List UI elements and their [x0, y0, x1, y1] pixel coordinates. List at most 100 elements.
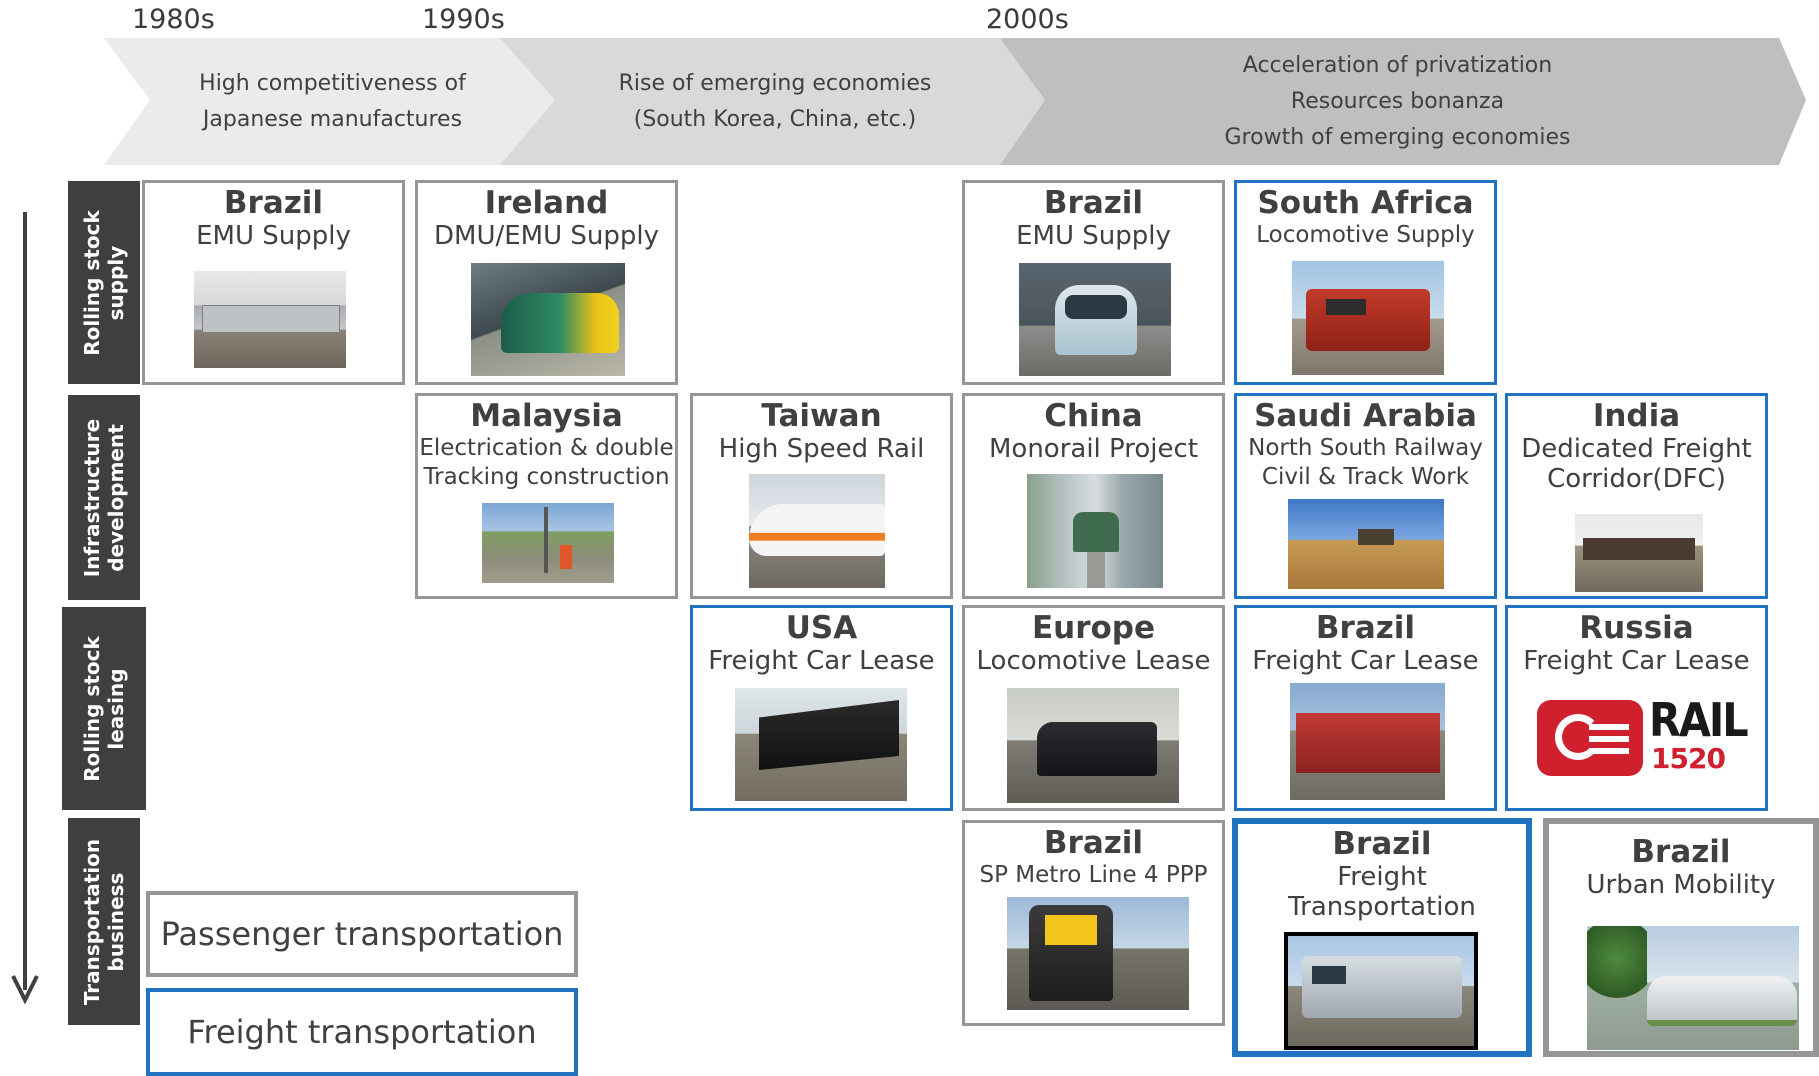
- monorail-pillar-shape: [1087, 552, 1105, 588]
- card-china-monorail: China Monorail Project: [962, 393, 1225, 599]
- card-country: Brazil: [1043, 825, 1144, 861]
- train-nose-shape: [501, 293, 619, 353]
- machine-shape: [1358, 529, 1394, 545]
- era-text-2000s: Acceleration of privatization Resources …: [1130, 48, 1665, 156]
- era-line: Japanese manufactures: [202, 107, 463, 132]
- card-india-dfc: India Dedicated Freight Corridor(DFC): [1505, 393, 1768, 599]
- logo-word-rail: RAIL: [1649, 693, 1749, 747]
- era-timeline-arrows: [104, 38, 1806, 165]
- red-freight-car-photo: [1290, 683, 1445, 800]
- card-project: Urban Mobility: [1586, 870, 1776, 900]
- worker-shape: [560, 545, 572, 569]
- train-window-shape: [1065, 295, 1127, 319]
- locomotive-window-shape: [1312, 966, 1346, 984]
- card-russia-freight-car-lease: Russia Freight Car Lease RAIL 1520: [1505, 605, 1768, 811]
- red-locomotive-photo: [1292, 261, 1444, 375]
- card-project: Monorail Project: [988, 434, 1198, 464]
- card-project: DMU/EMU Supply: [434, 221, 659, 251]
- hopper-car-body-shape: [759, 700, 899, 770]
- card-malaysia-electrification: Malaysia Electrication & double Tracking…: [415, 393, 678, 599]
- card-country: South Africa: [1257, 185, 1474, 221]
- card-south-africa-locomotive-supply: South Africa Locomotive Supply: [1234, 180, 1497, 385]
- locomotive-body-shape: [1037, 722, 1157, 776]
- card-project: Dedicated Freight: [1521, 434, 1752, 464]
- card-usa-freight-car-lease: USA Freight Car Lease: [690, 605, 953, 811]
- progression-arrow: [11, 212, 39, 1005]
- locomotive-window-shape: [1326, 299, 1366, 315]
- card-project: EMU Supply: [196, 221, 351, 251]
- freight-locomotive-photo: [1284, 932, 1478, 1050]
- era-arrow-2000s: [104, 38, 555, 165]
- locomotive-body-shape: [1306, 289, 1430, 351]
- card-saudi-arabia-north-south-railway: Saudi Arabia North South Railway Civil &…: [1234, 393, 1497, 599]
- era-arrow-1990s: [490, 38, 1045, 165]
- tree-shape: [1587, 926, 1647, 1006]
- card-country: Malaysia: [470, 398, 623, 434]
- era-text-1980s: High competitiveness of Japanese manufac…: [165, 66, 500, 138]
- light-rail-photo: [1587, 926, 1799, 1050]
- card-country: USA: [785, 610, 858, 646]
- tram-body-shape: [1647, 976, 1797, 1026]
- freight-wagons-shape: [1583, 538, 1695, 560]
- hopper-car-photo: [735, 688, 907, 801]
- card-country: Taiwan: [761, 398, 882, 434]
- rail-1520-logo-mark: [1537, 700, 1643, 776]
- logo-line-shape: [1589, 724, 1629, 730]
- legend-passenger-transportation: Passenger transportation: [146, 891, 578, 977]
- commuter-train-photo: [194, 271, 346, 368]
- card-brazil-freight-car-lease: Brazil Freight Car Lease: [1234, 605, 1497, 811]
- card-project: North South Railway: [1248, 435, 1483, 461]
- card-country: Europe: [1031, 610, 1156, 646]
- era-line: Rise of emerging economies: [618, 71, 932, 96]
- era-arrow-1980s: [986, 38, 1806, 165]
- era-text-1990s: Rise of emerging economies (South Korea,…: [570, 66, 980, 138]
- card-taiwan-high-speed-rail: Taiwan High Speed Rail: [690, 393, 953, 599]
- legend-label: Passenger transportation: [160, 915, 564, 953]
- card-brazil-urban-mobility: Brazil Urban Mobility: [1543, 818, 1819, 1057]
- freight-car-body-shape: [1296, 713, 1440, 773]
- era-line: High competitiveness of: [199, 71, 466, 96]
- card-country: Brazil: [1332, 826, 1432, 862]
- card-project: Transportation: [1288, 892, 1476, 922]
- card-country: Brazil: [1043, 185, 1144, 221]
- card-project: Freight Car Lease: [1252, 646, 1479, 676]
- freight-train-photo: [1575, 514, 1703, 592]
- train-body-shape: [202, 305, 340, 333]
- high-speed-train-photo: [749, 474, 885, 588]
- card-project: Freight: [1337, 862, 1427, 892]
- card-country: Russia: [1579, 610, 1694, 646]
- card-europe-locomotive-lease: Europe Locomotive Lease: [962, 605, 1225, 811]
- era-line: Growth of emerging economies: [1224, 125, 1571, 150]
- card-ireland-dmu-emu-supply: Ireland DMU/EMU Supply: [415, 180, 678, 385]
- card-country: India: [1592, 398, 1681, 434]
- logo-line-shape: [1589, 748, 1629, 754]
- legend-label: Freight transportation: [187, 1013, 537, 1051]
- card-brazil-sp-metro-line4: Brazil SP Metro Line 4 PPP: [962, 820, 1225, 1026]
- desert-earthwork-photo: [1288, 499, 1444, 589]
- card-project: Corridor(DFC): [1547, 464, 1726, 494]
- card-country: Saudi Arabia: [1254, 398, 1477, 434]
- decade-label-1980s: 1980s: [132, 4, 215, 35]
- train-nose-shape: [749, 504, 885, 556]
- logo-word-1520: 1520: [1651, 742, 1726, 775]
- metro-line4-photo: [1007, 897, 1189, 1010]
- era-line: (South Korea, China, etc.): [633, 107, 917, 132]
- card-project: Electrication & double: [419, 435, 674, 461]
- decade-label-2000s: 2000s: [986, 4, 1069, 35]
- intercity-train-photo: [471, 263, 625, 376]
- card-project: Locomotive Supply: [1256, 222, 1475, 248]
- card-country: Brazil: [1315, 610, 1416, 646]
- mast-shape: [544, 507, 548, 573]
- card-country: Brazil: [1631, 834, 1731, 870]
- card-project: Civil & Track Work: [1261, 464, 1470, 490]
- era-line: Acceleration of privatization: [1242, 53, 1553, 78]
- logo-circle-shape: [1555, 714, 1601, 760]
- logo-line-shape: [1589, 736, 1629, 742]
- black-locomotive-photo: [1007, 688, 1179, 803]
- card-country: Ireland: [484, 185, 609, 221]
